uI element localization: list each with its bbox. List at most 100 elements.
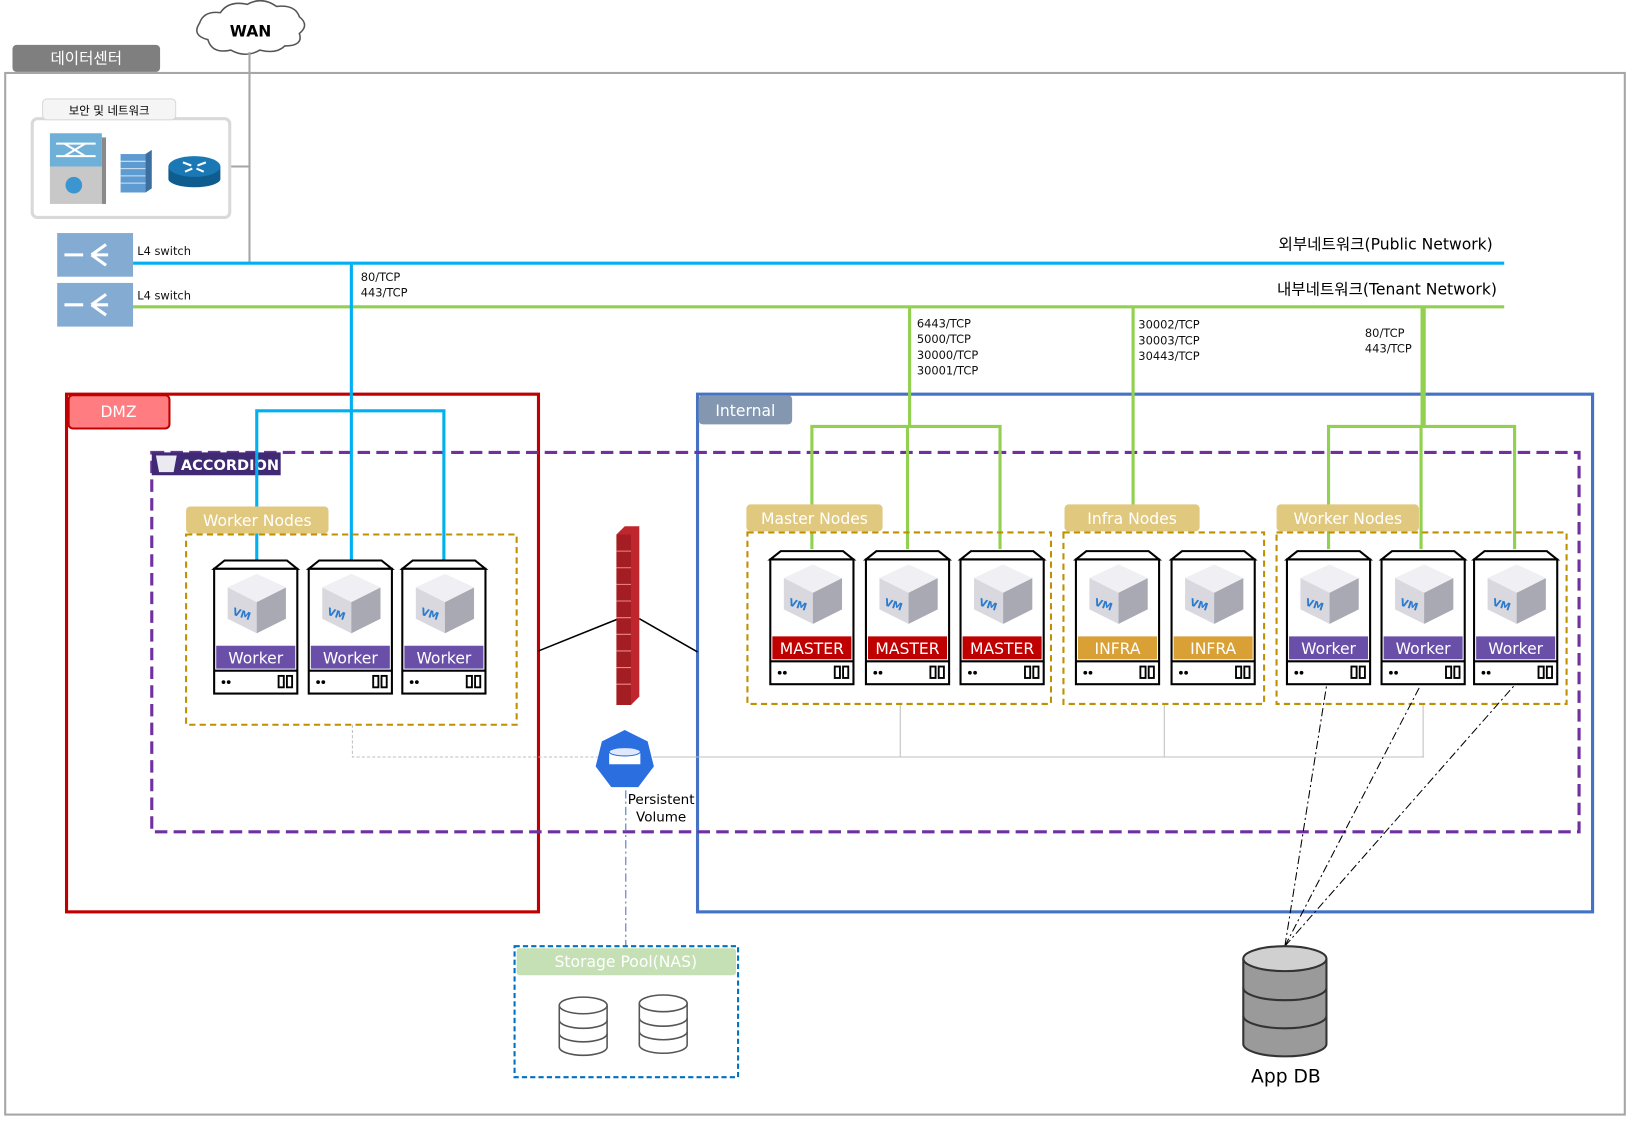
node-role-band (1383, 636, 1463, 660)
node-role-label: INFRA (1094, 640, 1140, 658)
tenant-network-label: 내부네트워크(Tenant Network) (1277, 280, 1497, 298)
nas-disk-icon (558, 994, 688, 1057)
internal-label: Internal (715, 402, 775, 420)
node-group-title: Infra Nodes (1087, 510, 1177, 528)
dmz-zone (64, 392, 541, 914)
vm-badge: VM (1491, 597, 1512, 614)
port-label: 80/TCP (1365, 326, 1405, 340)
vm-icon: VM (1300, 564, 1359, 624)
vm-badge: VM (419, 606, 440, 623)
node-role-label: MASTER (970, 640, 1034, 658)
node-role-label: Worker (416, 649, 471, 667)
port-labels: 80/TCP443/TCP6443/TCP5000/TCP30000/TCP30… (361, 270, 1412, 378)
app-db-icon (1242, 945, 1328, 1058)
persistent-volume-label: Volume (636, 809, 686, 825)
vm-icon: VM (415, 574, 475, 634)
vm-icon: VM (227, 574, 286, 634)
vm-badge: VM (231, 606, 252, 623)
l4-switch-icon (57, 233, 134, 327)
storage-pool-label: Storage Pool(NAS) (555, 953, 698, 971)
l4-switch-label: L4 switch (137, 289, 191, 303)
dmz-label: DMZ (100, 403, 136, 421)
node-role-label: Worker (1396, 640, 1451, 658)
vm-badge: VM (326, 606, 347, 623)
vm-badge: VM (883, 597, 904, 614)
server-node[interactable]: VM Worker (1471, 550, 1561, 686)
node-role-band (868, 636, 948, 660)
datacenter-label: 데이터센터 (50, 50, 122, 68)
node-role-label: Worker (1488, 640, 1543, 658)
node-role-label: MASTER (780, 640, 844, 658)
node-role-band (1476, 636, 1556, 660)
persistent-volume-label: Persistent (628, 792, 695, 808)
security-tab (42, 98, 177, 121)
port-label: 30003/TCP (1138, 333, 1199, 347)
vm-icon: VM (974, 564, 1033, 624)
node-role-band (216, 645, 296, 669)
accordion-logo-icon (155, 455, 177, 473)
vm-icon: VM (783, 564, 843, 624)
vm-badge: VM (1093, 597, 1114, 614)
server-node[interactable]: VM INFRA (1072, 550, 1163, 686)
vm-icon: VM (1395, 564, 1454, 624)
port-label: 30443/TCP (1138, 349, 1199, 363)
storage-pool-header (516, 948, 736, 976)
vm-badge: VM (787, 597, 808, 614)
datacenter-tab (12, 44, 161, 72)
persistent-volume-icon (595, 729, 654, 788)
public-network-label: 외부네트워크(Public Network) (1279, 236, 1493, 254)
node-group-title: Worker Nodes (203, 512, 312, 530)
vm-icon: VM (1089, 564, 1148, 624)
server-node[interactable]: VM MASTER (767, 550, 857, 686)
node-group-box (1275, 531, 1568, 705)
node-group-box (1062, 531, 1266, 705)
node-role-band (962, 636, 1042, 660)
datacenter-boundary (4, 71, 1626, 1116)
vm-badge: VM (977, 597, 998, 614)
vm-icon: VM (322, 574, 381, 634)
dmz-firewall-icon (538, 526, 698, 705)
app-db-label: App DB (1251, 1066, 1321, 1087)
port-label: 6443/TCP (917, 317, 971, 331)
node-role-label: Worker (228, 649, 283, 667)
server-node[interactable]: VM Worker (211, 559, 301, 695)
node-group-title: Master Nodes (761, 510, 868, 528)
node-role-band (1078, 636, 1158, 660)
accordion-logo (151, 452, 281, 476)
storage-pool (513, 945, 740, 1079)
port-label: 5000/TCP (917, 332, 971, 346)
port-label: 30001/TCP (917, 363, 978, 377)
node-role-label: MASTER (875, 640, 939, 658)
vm-badge: VM (1398, 597, 1419, 614)
port-label: 443/TCP (1365, 342, 1412, 356)
node-group-box (185, 533, 518, 726)
port-label: 443/TCP (361, 285, 408, 299)
port-label: 30000/TCP (917, 348, 978, 362)
node-group-tab (746, 504, 883, 532)
node-role-band (1289, 636, 1369, 660)
node-role-band (1173, 636, 1253, 660)
server-node[interactable]: VM Worker (399, 559, 489, 695)
vm-badge: VM (1304, 597, 1325, 614)
node-role-band (404, 645, 484, 669)
dmz-tab (67, 394, 171, 430)
network-links (255, 263, 1517, 560)
port-label: 80/TCP (361, 270, 401, 284)
server-node[interactable]: VM MASTER (862, 550, 953, 686)
wan-cloud-icon (196, 0, 306, 56)
server-node[interactable]: VM Worker (305, 559, 395, 695)
vm-icon: VM (879, 564, 938, 624)
server-node[interactable]: VM Worker (1378, 550, 1468, 686)
port-label: 30002/TCP (1138, 318, 1199, 332)
accordion-cluster (150, 450, 1581, 834)
server-node[interactable]: VM MASTER (957, 550, 1047, 686)
node-role-label: Worker (323, 649, 378, 667)
wan-label: WAN (230, 23, 272, 41)
node-group-tab (1276, 504, 1419, 532)
